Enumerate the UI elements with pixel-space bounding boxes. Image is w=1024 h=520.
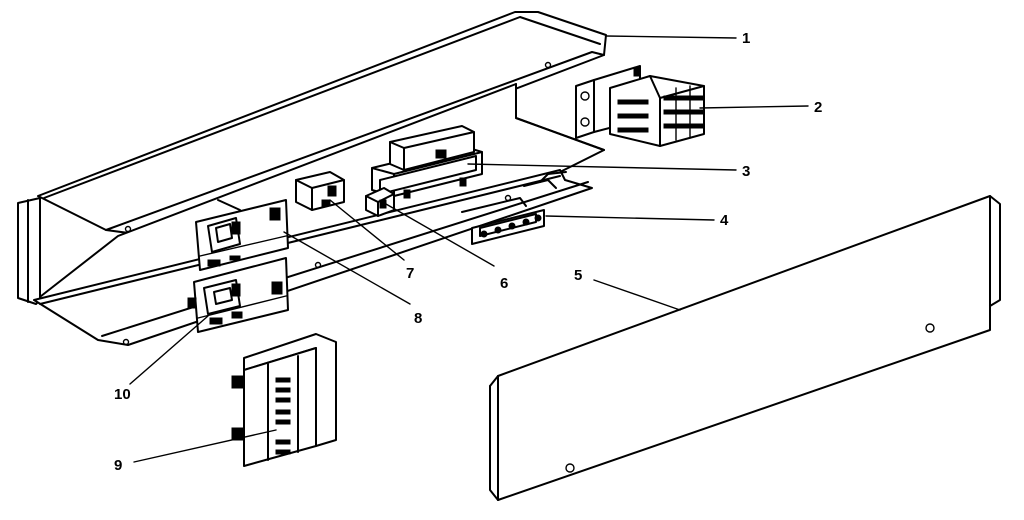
leader-7 [329, 199, 405, 261]
part-2-contactor [575, 65, 705, 147]
callout-10: 10 [114, 386, 131, 403]
leader-3 [467, 163, 737, 171]
part-9-module [231, 333, 337, 467]
leader-9 [133, 429, 277, 463]
leader-5 [593, 279, 681, 311]
callout-4: 4 [720, 212, 729, 229]
part-10-control-board [187, 257, 289, 333]
part-7-relay [295, 171, 345, 211]
leader-6 [385, 203, 495, 267]
callout-3: 3 [742, 163, 750, 180]
callout-8: 8 [414, 310, 422, 327]
leader-4 [545, 215, 715, 221]
callout-9: 9 [114, 457, 122, 474]
callout-1: 1 [742, 30, 750, 47]
leader-2 [699, 105, 809, 109]
leader-1 [605, 35, 737, 39]
leader-8 [283, 231, 411, 305]
leader-10 [129, 315, 209, 385]
callout-7: 7 [406, 265, 414, 282]
part-8-control-board [195, 199, 289, 271]
part-6-switch [365, 187, 395, 217]
callout-labels: 1 2 3 4 5 6 7 8 9 10 [114, 30, 822, 474]
leader-lines [129, 35, 809, 463]
callout-2: 2 [814, 99, 822, 116]
part-5-cover-panel [489, 195, 1001, 501]
callout-6: 6 [500, 275, 508, 292]
part-3-transformer [371, 125, 567, 199]
part-4-terminal-strip [461, 197, 545, 245]
callout-5: 5 [574, 267, 582, 284]
